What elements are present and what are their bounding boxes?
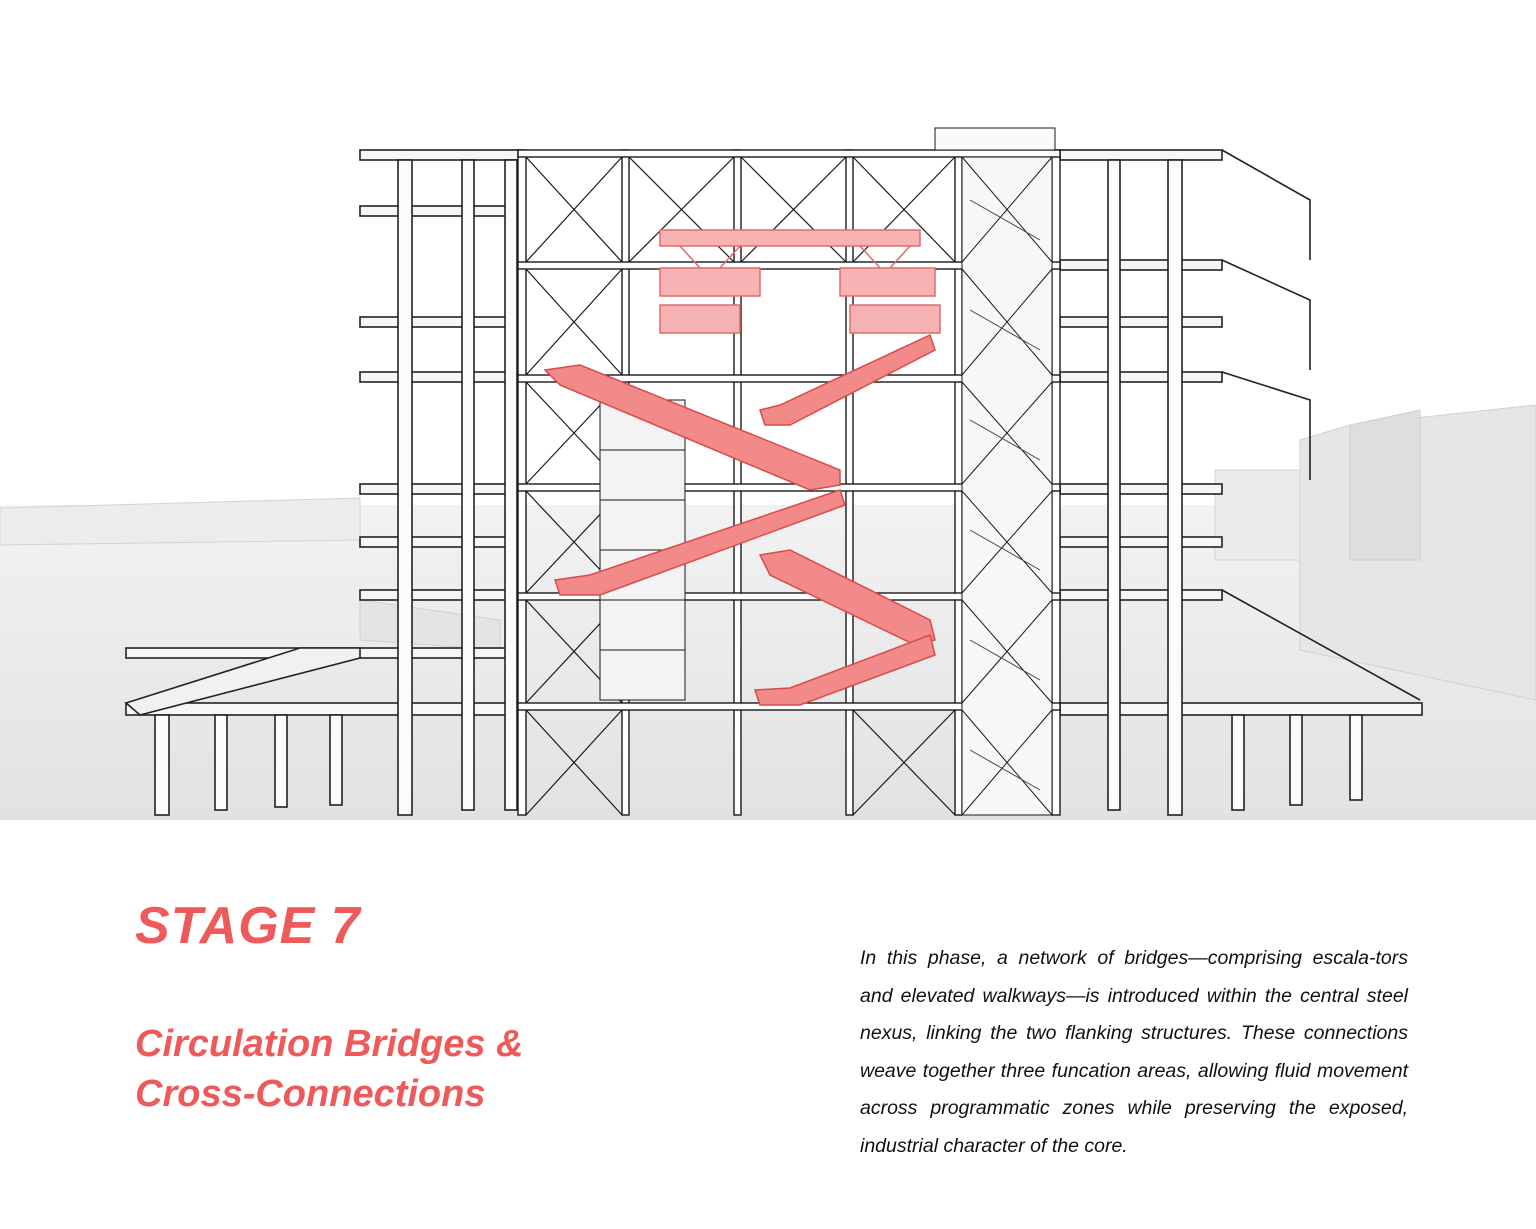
stage-description: In this phase, a network of bridges—comp… <box>860 947 1408 1157</box>
left-columns <box>154 159 518 816</box>
subtitle-line-2: Cross-Connections <box>135 1073 486 1115</box>
building-axonometric-diagram <box>0 127 1536 820</box>
circulation-bridges <box>543 229 941 706</box>
escalator <box>543 364 841 491</box>
escalator <box>758 549 936 646</box>
escalator <box>753 634 936 706</box>
right-columns <box>1107 159 1363 816</box>
steel-beams <box>517 149 1061 711</box>
left-flanking-structure <box>124 149 521 816</box>
stage-title: STAGE 7 <box>135 897 361 955</box>
stage-subtitle: Circulation Bridges & Cross-Connections <box>135 1019 655 1119</box>
stair-tower <box>934 127 1056 816</box>
escalator <box>759 333 936 426</box>
central-steel-nexus <box>517 127 1061 816</box>
upper-walkway <box>659 229 941 334</box>
escalator <box>554 489 846 596</box>
subtitle-line-1: Circulation Bridges & <box>135 1023 524 1065</box>
